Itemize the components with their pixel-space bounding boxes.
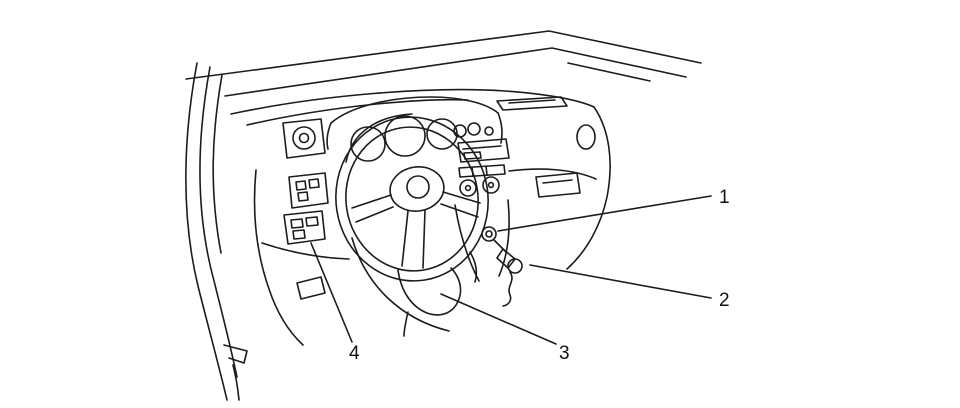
callout-2-label: 2 [719, 290, 730, 311]
headlamp-switch-bezel [282, 118, 326, 159]
callout-2-leader [529, 264, 712, 299]
hvac-knob-left [459, 179, 477, 197]
key-head [507, 258, 523, 274]
key-chain [502, 271, 513, 307]
wheel-rim-inner [345, 126, 479, 272]
callout-1-label: 1 [719, 187, 730, 208]
passenger-dash [508, 106, 611, 270]
wheel-rim-outer [335, 116, 489, 282]
steering-hub [389, 166, 445, 212]
center-stack [454, 126, 510, 282]
defroster-vent [496, 96, 568, 111]
gauge-right [426, 118, 458, 150]
spoke-right [440, 191, 481, 218]
horn-pad [406, 175, 430, 199]
left-switch-panel [282, 118, 329, 245]
diagram-linework [185, 30, 712, 401]
glovebox-trim [535, 172, 581, 198]
callout-4-label: 4 [349, 343, 360, 364]
radio [457, 138, 510, 163]
callout-1-leader [497, 195, 712, 232]
gauge-center [384, 115, 426, 157]
callout-4-leader [310, 242, 353, 343]
callout-leaders [310, 195, 712, 345]
headlamp-switch-knob [292, 126, 316, 150]
release-handle [296, 276, 326, 300]
a-pillar [185, 62, 248, 401]
key-blade [496, 248, 516, 269]
switch-bank-lower [283, 210, 326, 245]
hvac-knob-right [482, 176, 500, 194]
dashboard-top [230, 88, 595, 126]
ignition-switch [481, 226, 497, 242]
spoke-lower [401, 209, 426, 269]
callout-3-label: 3 [559, 343, 570, 364]
steering-wheel [335, 116, 489, 282]
callout-labels: 1 2 3 4 [349, 187, 730, 364]
roof-windshield-lines [185, 30, 702, 97]
lower-dash [253, 169, 450, 346]
switch-bank-upper [288, 172, 329, 209]
callout-3-leader [440, 293, 557, 345]
side-vent [576, 124, 596, 150]
column-shroud [397, 267, 462, 316]
spoke-left [351, 194, 394, 223]
steering-column [397, 226, 523, 337]
